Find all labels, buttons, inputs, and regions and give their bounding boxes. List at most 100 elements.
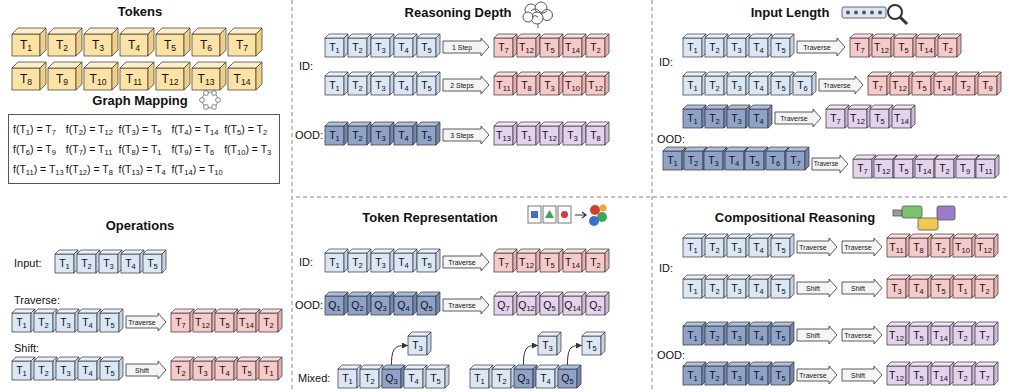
- token-cube: Q12: [517, 296, 536, 315]
- token-cube: T6: [192, 34, 220, 56]
- cube-front: [228, 34, 256, 56]
- subscript: 4: [405, 46, 409, 55]
- cube-side: [994, 275, 998, 298]
- cube-front: [84, 68, 112, 90]
- subscript: 12: [896, 374, 904, 383]
- block-arrow-outline: [842, 326, 882, 344]
- token-cube: T5: [417, 76, 436, 95]
- blob-dot: [600, 205, 607, 212]
- block-arrow-outline: [842, 279, 882, 297]
- puzzle-connector: [893, 210, 902, 216]
- subscript: 4: [162, 168, 166, 177]
- operation-arrow: Traverse: [775, 109, 821, 127]
- cube-front: [745, 151, 764, 170]
- subscript: 2: [88, 262, 92, 271]
- token-cube: T11: [887, 238, 906, 257]
- cube-front: [325, 296, 344, 315]
- token-cube: T1: [12, 34, 40, 56]
- token-label: T12: [977, 242, 992, 253]
- subscript: 4: [89, 369, 93, 378]
- subscript: 1: [964, 287, 968, 296]
- token-label: T7: [872, 80, 883, 91]
- token-cube: T14: [931, 366, 950, 385]
- token-cube: T4: [749, 279, 768, 298]
- cube-front: [684, 151, 703, 170]
- brain-fold: [531, 9, 547, 17]
- token-cube: T2: [931, 238, 950, 257]
- subscript: 12: [595, 84, 603, 93]
- triangle-symbol: [545, 210, 554, 218]
- subscript: 3: [525, 377, 529, 386]
- subscript: 7: [986, 374, 990, 383]
- token-cube: T4: [536, 369, 555, 388]
- token-cube: T3: [704, 151, 723, 170]
- cube-front: [683, 76, 702, 95]
- token-label: T2: [56, 39, 68, 51]
- token-label: T12: [519, 257, 534, 268]
- token-label: T13: [496, 130, 511, 141]
- token-label: T2: [175, 365, 186, 376]
- cube-front: [956, 76, 975, 95]
- cube-front: [540, 76, 559, 95]
- cube-side: [413, 292, 417, 315]
- token-label: T5: [544, 42, 555, 53]
- token-cube: T4: [749, 109, 768, 128]
- token-label: Q1: [328, 300, 340, 311]
- token-label: Q5: [561, 373, 573, 384]
- cube-side: [513, 249, 517, 272]
- cube-front: [727, 366, 746, 385]
- subscript: 6: [776, 159, 780, 168]
- symbol-card: [528, 206, 541, 223]
- cube-front: [749, 238, 768, 257]
- subscript: 5: [551, 304, 555, 313]
- cube-front: [192, 68, 220, 90]
- token-cube: T4: [120, 34, 148, 56]
- cube-front: [909, 366, 928, 385]
- cube-front: [156, 34, 184, 56]
- cube-side: [390, 34, 394, 57]
- subscript: 12: [526, 304, 534, 313]
- operation-label: Traverse: [448, 302, 475, 309]
- token-label: T1: [687, 330, 698, 341]
- mapping-equation: f(T7) = T11: [65, 139, 118, 159]
- token-label: T12: [195, 317, 210, 328]
- token-cube: T3: [563, 126, 582, 145]
- cube-front: [12, 313, 31, 332]
- subscript: 7: [505, 304, 509, 313]
- subscript: 1: [336, 84, 340, 93]
- subscript: 3: [738, 117, 742, 126]
- token-label: T1: [16, 365, 27, 376]
- token-cube: T3: [727, 326, 746, 345]
- token-cube: T12: [890, 76, 909, 95]
- block-arrow-outline: [775, 109, 821, 127]
- subscript: 14: [943, 84, 951, 93]
- cube-side: [790, 234, 794, 257]
- cube-front: [517, 296, 536, 315]
- cube-front: [909, 326, 928, 345]
- token-cube: Q5: [417, 296, 436, 315]
- cube-front: [766, 151, 785, 170]
- subscript: 5: [428, 304, 432, 313]
- operation-arrow: Shift: [797, 326, 837, 344]
- token-label: Q3: [374, 300, 386, 311]
- cube-front: [890, 76, 909, 95]
- token-cube: Q2: [586, 296, 605, 315]
- subscript: 2: [63, 43, 68, 53]
- token-label: T6: [797, 80, 808, 91]
- cube-front: [727, 279, 746, 298]
- token-cube: T4: [749, 366, 768, 385]
- subscript: 14: [246, 321, 254, 330]
- cube-front: [975, 326, 994, 345]
- token-label: T2: [979, 283, 990, 294]
- subscript: 1: [66, 262, 70, 271]
- cube-side: [911, 105, 915, 128]
- subscript: 14: [184, 168, 192, 177]
- mapping-equation: f(T5) = T2: [223, 119, 276, 139]
- token-label: T6: [200, 39, 212, 51]
- cube-front: [705, 279, 724, 298]
- subscript: 14: [241, 77, 251, 87]
- cube-side: [790, 34, 794, 57]
- token-label: T14: [918, 42, 933, 53]
- operation-arrow: Traverse: [126, 313, 166, 331]
- subscript: 12: [526, 46, 534, 55]
